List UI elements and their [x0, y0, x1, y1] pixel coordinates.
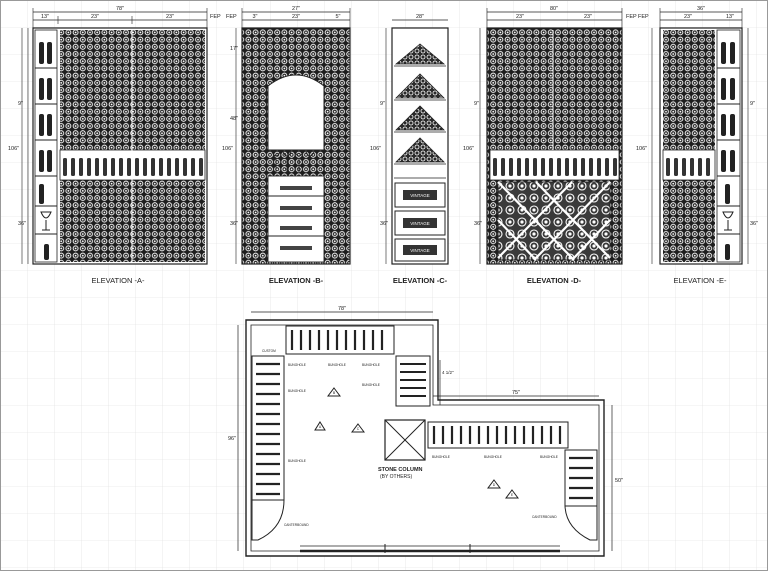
elevation-b-label: ELEVATION -B-: [269, 276, 324, 285]
elevation-b-height-dim: 17": [230, 46, 238, 52]
elevation-b-fep: FEP: [226, 14, 237, 20]
elevation-b-height-dim: 48": [230, 116, 238, 122]
plan-note: BUNGHOLE: [328, 363, 346, 367]
plan-note: BUNGHOLE: [362, 363, 380, 367]
plan-note: BUNGHOLE: [432, 455, 450, 459]
elevation-d-seg-dim: 23": [516, 14, 524, 20]
elevation-b-height-dim: 36": [230, 221, 238, 227]
elevation-a-labels: 78" 13" 23" 23" FEP 106" 9" 36" ELEVATIO…: [8, 6, 221, 285]
section-marker-label: C: [357, 427, 360, 431]
elevation-c-width-dim: 28": [416, 14, 424, 20]
plan-note: BUNGHOLE: [362, 383, 380, 387]
plan-note: CUSTOM: [262, 349, 276, 353]
elevation-c: [385, 19, 449, 265]
plan-right-dim: 75": [512, 390, 520, 396]
plan-note: CANTERBOUND: [284, 523, 309, 527]
elevation-e-seg-dim: 23": [684, 14, 692, 20]
elevation-d: [479, 8, 623, 265]
elevation-d-fep: FEP: [626, 14, 637, 20]
plan-left-dim: 96": [228, 436, 236, 442]
elevation-b-seg-dim: 3": [252, 14, 257, 20]
plan-note: CANTERBOUND: [532, 515, 557, 519]
elevation-b-labels: 27" 3" 23" 5" FEP 106" 17" 48" 36" ELEVA…: [222, 6, 341, 285]
plan-note: BUNGHOLE: [288, 363, 306, 367]
elevation-e-height-dim: 9": [750, 101, 755, 107]
floor-plan-labels: 78" 75" 96" 50" 4 1/2" STONE COLUMN (BY …: [228, 306, 623, 527]
elevation-c-height-dim: 106": [370, 146, 381, 152]
elevation-c-height-dim: 9": [380, 101, 385, 107]
elevation-d-width-dim: 80": [550, 6, 558, 12]
elevation-c-label: ELEVATION -C-: [393, 276, 448, 285]
section-marker-label: E: [511, 493, 514, 497]
elevation-a-label: ELEVATION -A-: [91, 276, 145, 285]
elevation-e-width-dim: 36": [697, 6, 705, 12]
elevation-e-height-dim: 36": [750, 221, 758, 227]
elevation-e-label: ELEVATION -E-: [673, 276, 727, 285]
elevation-c-labels: 28" VINTAGE VINTAGE VINTAGE 106" 9" 36" …: [370, 14, 448, 285]
section-marker-label: A: [319, 425, 322, 429]
elevation-b-seg-dim: 23": [292, 14, 300, 20]
elevation-a-height-dim: 9": [18, 101, 23, 107]
elevation-a-seg-dim: 23": [166, 14, 174, 20]
plan-note: BUNGHOLE: [288, 459, 306, 463]
elevation-a-fep: FEP: [210, 14, 221, 20]
stone-column-label: STONE COLUMN: [378, 467, 423, 473]
section-marker-label: D: [493, 483, 496, 487]
elevation-b-height-dim: 106": [222, 146, 233, 152]
elevation-d-height-dim: 9": [474, 101, 479, 107]
elevation-a-height-dim: 36": [18, 221, 26, 227]
elevation-a: [21, 8, 208, 265]
elevation-d-seg-dim: 23": [584, 14, 592, 20]
elevation-a-height-dim: 106": [8, 146, 19, 152]
section-marker-label: B: [333, 391, 336, 395]
elevation-d-labels: 80" 23" 23" FEP 106" 9" 36" ELEVATION -D…: [463, 6, 637, 285]
stone-column-label: (BY OTHERS): [380, 474, 412, 480]
elevation-e-labels: 36" 23" 13" FEP 106" 9" 36" ELEVATION -E…: [636, 6, 758, 285]
elevation-d-label: ELEVATION -D-: [527, 276, 582, 285]
elevation-e-seg-dim: 13": [726, 14, 734, 20]
plan-small-dim: 4 1/2": [442, 370, 454, 375]
drawer-label: VINTAGE: [410, 221, 429, 226]
elevation-d-height-dim: 36": [474, 221, 482, 227]
drawer-label: VINTAGE: [410, 248, 429, 253]
elevation-d-height-dim: 106": [463, 146, 474, 152]
floor-plan: [237, 311, 613, 557]
plan-right-height-dim: 50": [615, 478, 623, 484]
plan-note: BUNGHOLE: [540, 455, 558, 459]
elevation-a-seg-dim: 23": [91, 14, 99, 20]
elevation-c-height-dim: 36": [380, 221, 388, 227]
elevation-b-seg-dim: 5": [335, 14, 340, 20]
elevation-b-width-dim: 27": [292, 6, 300, 12]
elevation-e: [651, 8, 749, 265]
drawer-label: VINTAGE: [410, 193, 429, 198]
elevation-e-fep: FEP: [638, 14, 649, 20]
plan-note: BUNGHOLE: [484, 455, 502, 459]
elevation-b: [235, 8, 351, 265]
elevation-a-seg-dim: 13": [41, 14, 49, 20]
plan-note: BUNGHOLE: [288, 389, 306, 393]
plan-top-dim: 78": [338, 306, 346, 312]
elevation-a-width-dim: 78": [116, 6, 124, 12]
elevation-e-height-dim: 106": [636, 146, 647, 152]
